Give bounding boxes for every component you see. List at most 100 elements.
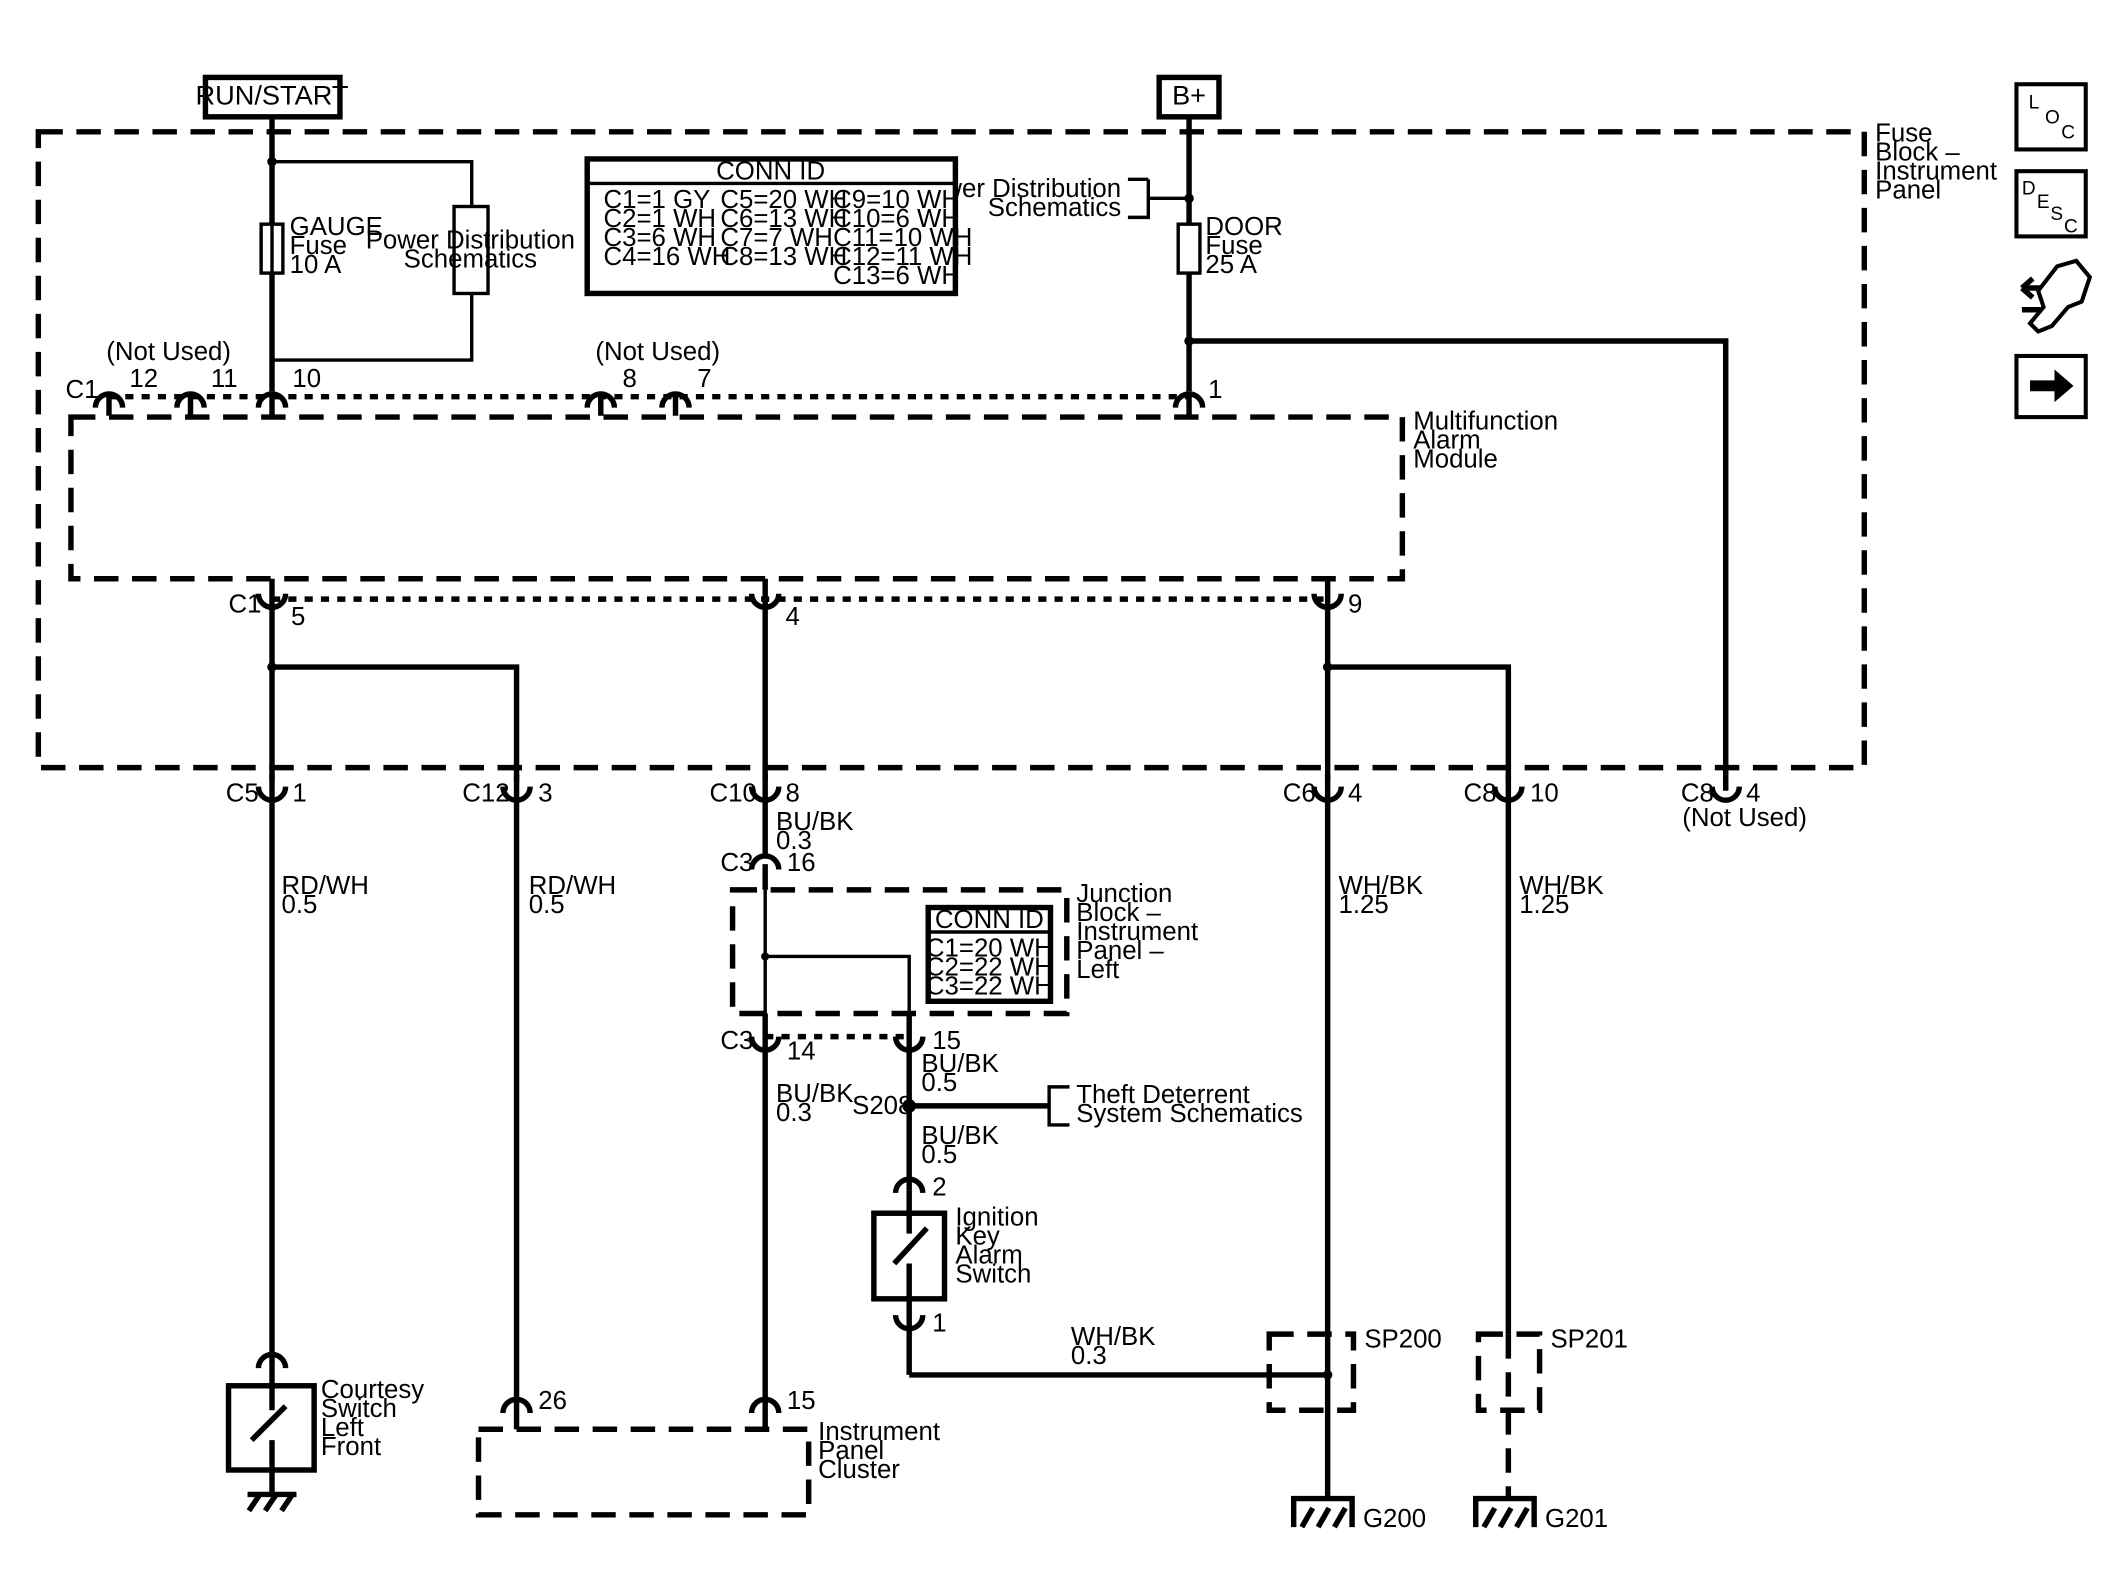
loc-button[interactable]: L O C (2014, 82, 2088, 152)
svg-text:16: 16 (787, 849, 816, 877)
svg-text:1.25: 1.25 (1519, 891, 1569, 919)
svg-text:C7=7 WH: C7=7 WH (720, 224, 833, 252)
door-fuse-label: DOOR Fuse 25 A (1205, 213, 1282, 279)
svg-text:Instrument: Instrument (818, 1418, 940, 1446)
svg-text:0.5: 0.5 (921, 1141, 957, 1169)
svg-text:9: 9 (1348, 591, 1362, 619)
svg-text:BU/BK: BU/BK (776, 1080, 853, 1108)
svg-text:BU/BK: BU/BK (921, 1050, 998, 1078)
svg-text:4: 4 (1348, 780, 1362, 808)
alarm-module-label: Multifunction Alarm Module (1413, 407, 1558, 473)
svg-text:Fuse: Fuse (1875, 119, 1932, 147)
svg-text:C4=16 WH: C4=16 WH (604, 243, 731, 271)
svg-text:C1: C1 (229, 591, 262, 619)
svg-text:C3: C3 (720, 1027, 753, 1055)
junction-block-label: Junction Block – Instrument Panel – Left (1076, 880, 1198, 984)
svg-text:CONN ID: CONN ID (716, 157, 825, 185)
svg-text:SP200: SP200 (1364, 1326, 1441, 1354)
svg-text:0.3: 0.3 (776, 1099, 812, 1127)
svg-text:1: 1 (932, 1309, 946, 1337)
wire-w7-label: BU/BK 0.3 (776, 1080, 853, 1127)
svg-text:Switch: Switch (321, 1395, 397, 1423)
svg-text:Instrument: Instrument (1076, 918, 1198, 946)
splice-pack-sp200 (1266, 1331, 1357, 1413)
svg-text:8: 8 (623, 365, 637, 393)
svg-text:1: 1 (1208, 376, 1222, 404)
svg-text:10 A: 10 A (290, 251, 342, 279)
svg-text:CONN ID: CONN ID (935, 906, 1044, 934)
svg-text:C2=1 WH: C2=1 WH (604, 205, 717, 233)
svg-text:C6=13 WH: C6=13 WH (720, 205, 847, 233)
svg-text:Fuse: Fuse (290, 232, 347, 260)
svg-text:Instrument: Instrument (1875, 157, 1997, 185)
svg-text:Junction: Junction (1076, 880, 1172, 908)
top-connector-pins (92, 391, 1206, 416)
svg-text:C12: C12 (462, 780, 509, 808)
svg-text:4: 4 (1746, 780, 1760, 808)
svg-text:1: 1 (292, 780, 306, 808)
svg-text:O: O (2045, 108, 2060, 129)
svg-text:Schematics: Schematics (988, 194, 1121, 222)
svg-text:GAUGE: GAUGE (290, 213, 383, 241)
svg-text:Left: Left (321, 1414, 364, 1442)
wire-w3-label: BU/BK 0.3 (776, 808, 853, 855)
svg-text:Key: Key (955, 1222, 1000, 1250)
svg-text:0.5: 0.5 (921, 1069, 957, 1097)
svg-text:Panel: Panel (818, 1437, 884, 1465)
svg-text:Alarm: Alarm (955, 1242, 1022, 1270)
svg-text:C2=22 WH: C2=22 WH (926, 953, 1053, 981)
svg-text:7: 7 (697, 365, 711, 393)
diagnostic-icon[interactable] (2020, 258, 2093, 334)
cluster-label: Instrument Panel Cluster (818, 1418, 940, 1484)
svg-text:C3=6 WH: C3=6 WH (604, 224, 717, 252)
svg-text:Block –: Block – (1875, 138, 1960, 166)
svg-text:D: D (2022, 178, 2036, 199)
svg-text:C12=11 WH: C12=11 WH (833, 243, 972, 271)
wire-w5-label: WH/BK 1.25 (1519, 872, 1604, 919)
svg-text:C8: C8 (1681, 780, 1714, 808)
svg-text:WH/BK: WH/BK (1071, 1323, 1156, 1351)
top-connector-labels: C1 12 11 10 8 7 1 (Not Used) (Not Used) (66, 338, 1223, 404)
svg-text:Block –: Block – (1076, 899, 1161, 927)
ignition-switch-label: Ignition Key Alarm Switch (955, 1203, 1038, 1288)
conn-id-table: CONN ID C1=1 GY C2=1 WH C3=6 WH C4=16 WH… (584, 156, 972, 297)
power-dist-left-symbol (452, 204, 490, 296)
svg-text:WH/BK: WH/BK (1519, 872, 1604, 900)
mid-connector-labels: C1 5 4 9 (229, 591, 1363, 631)
svg-text:C5: C5 (226, 780, 259, 808)
svg-text:G201: G201 (1545, 1505, 1608, 1533)
door-fuse (1176, 222, 1202, 275)
svg-text:WH/BK: WH/BK (1339, 872, 1424, 900)
desc-button[interactable]: D E S C (2014, 169, 2088, 239)
svg-text:C1: C1 (66, 376, 99, 404)
svg-text:0.3: 0.3 (776, 827, 812, 855)
svg-text:E: E (2037, 192, 2050, 213)
svg-text:BU/BK: BU/BK (776, 808, 853, 836)
svg-text:0.5: 0.5 (529, 891, 565, 919)
svg-text:0.5: 0.5 (282, 891, 318, 919)
svg-text:C13=6 WH: C13=6 WH (833, 262, 960, 290)
svg-text:C8: C8 (1464, 780, 1497, 808)
wire-w1-label: RD/WH 0.5 (282, 872, 369, 919)
next-arrow-icon[interactable] (2014, 353, 2088, 420)
svg-text:15: 15 (932, 1027, 961, 1055)
svg-text:C3=22 WH: C3=22 WH (926, 972, 1053, 1000)
svg-text:Switch: Switch (955, 1261, 1031, 1289)
svg-text:RD/WH: RD/WH (529, 872, 616, 900)
svg-text:Panel: Panel (1875, 176, 1941, 204)
theft-deterrent-label: Theft Deterrent System Schematics (1076, 1081, 1303, 1128)
svg-text:4: 4 (786, 603, 800, 631)
svg-text:C5=20 WH: C5=20 WH (720, 186, 847, 214)
svg-text:BU/BK: BU/BK (921, 1122, 998, 1150)
svg-text:C9=10 WH: C9=10 WH (833, 186, 960, 214)
svg-text:C10=6 WH: C10=6 WH (833, 205, 960, 233)
svg-text:Front: Front (321, 1433, 381, 1461)
gauge-fuse-label: GAUGE Fuse 10 A (290, 213, 383, 279)
svg-text:12: 12 (129, 365, 158, 393)
splice-pack-sp201 (1475, 1331, 1543, 1413)
wire-w2-label: RD/WH 0.5 (529, 872, 616, 919)
instrument-panel-cluster (475, 1426, 812, 1518)
svg-text:Ignition: Ignition (955, 1203, 1038, 1231)
svg-text:Theft Deterrent: Theft Deterrent (1076, 1081, 1250, 1109)
